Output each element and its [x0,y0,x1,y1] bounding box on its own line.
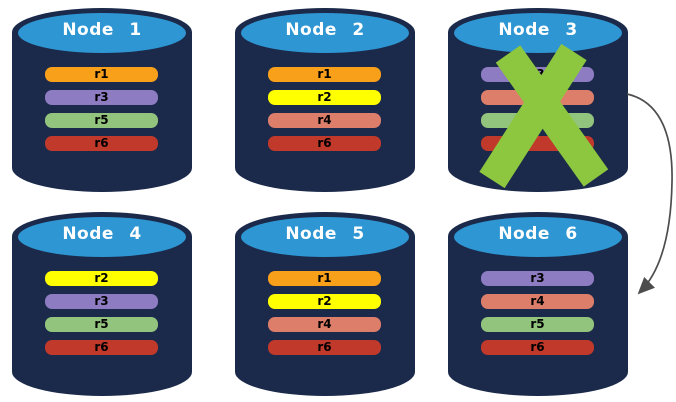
replica-bar-r3: r3 [45,90,158,105]
replica-bar-r2: r2 [268,294,381,309]
node-title: Node 3 [498,20,578,40]
cylinder-top-cap [454,217,622,257]
replica-bar-r1: r1 [268,67,381,82]
node-title: Node 1 [62,20,142,40]
node-4: Node 4 r2 r3 r5 r6 [12,212,192,396]
node-6: Node 6 r3 r4 r5 r6 [448,212,628,396]
node-title: Node 5 [285,224,365,244]
failover-arrow-path [626,93,673,295]
replica-list: r1 r2 r4 r6 [268,271,381,363]
replica-list: r3 r4 r5 r6 [481,271,594,363]
replica-bar-r4: r4 [268,317,381,332]
replica-bar-r6: r6 [268,136,381,151]
failed-x-icon [479,43,609,189]
replica-bar-r5: r5 [45,317,158,332]
replica-list: r2 r3 r5 r6 [45,271,158,363]
node-1: Node 1 r1 r3 r5 r6 [12,8,192,192]
replica-bar-r4: r4 [481,294,594,309]
cylinder-top-cap [241,13,409,53]
replica-list: r1 r3 r5 r6 [45,67,158,159]
node-3: Node 3 r3 [448,8,628,192]
replica-list: r1 r2 r4 r6 [268,67,381,159]
cylinder-top-cap [18,217,186,257]
replica-bar-r5: r5 [45,113,158,128]
replica-bar-r3: r3 [45,294,158,309]
replica-bar-r3: r3 [481,271,594,286]
node-title: Node 4 [62,224,142,244]
node-title: Node 2 [285,20,365,40]
replica-bar-r4: r4 [268,113,381,128]
replica-bar-r6: r6 [45,340,158,355]
node-5: Node 5 r1 r2 r4 r6 [235,212,415,396]
replica-bar-r5: r5 [481,317,594,332]
cylinder-top-cap [454,13,622,53]
cylinder-top-cap [18,13,186,53]
replica-bar-r2: r2 [268,90,381,105]
replica-bar-r6: r6 [268,340,381,355]
replica-bar-r1: r1 [268,271,381,286]
replica-bar-r1: r1 [45,67,158,82]
cylinder-top-cap [241,217,409,257]
replica-bar-r6: r6 [45,136,158,151]
replica-bar-r2: r2 [45,271,158,286]
node-2: Node 2 r1 r2 r4 r6 [235,8,415,192]
node-title: Node 6 [498,224,578,244]
replica-bar-r6: r6 [481,340,594,355]
